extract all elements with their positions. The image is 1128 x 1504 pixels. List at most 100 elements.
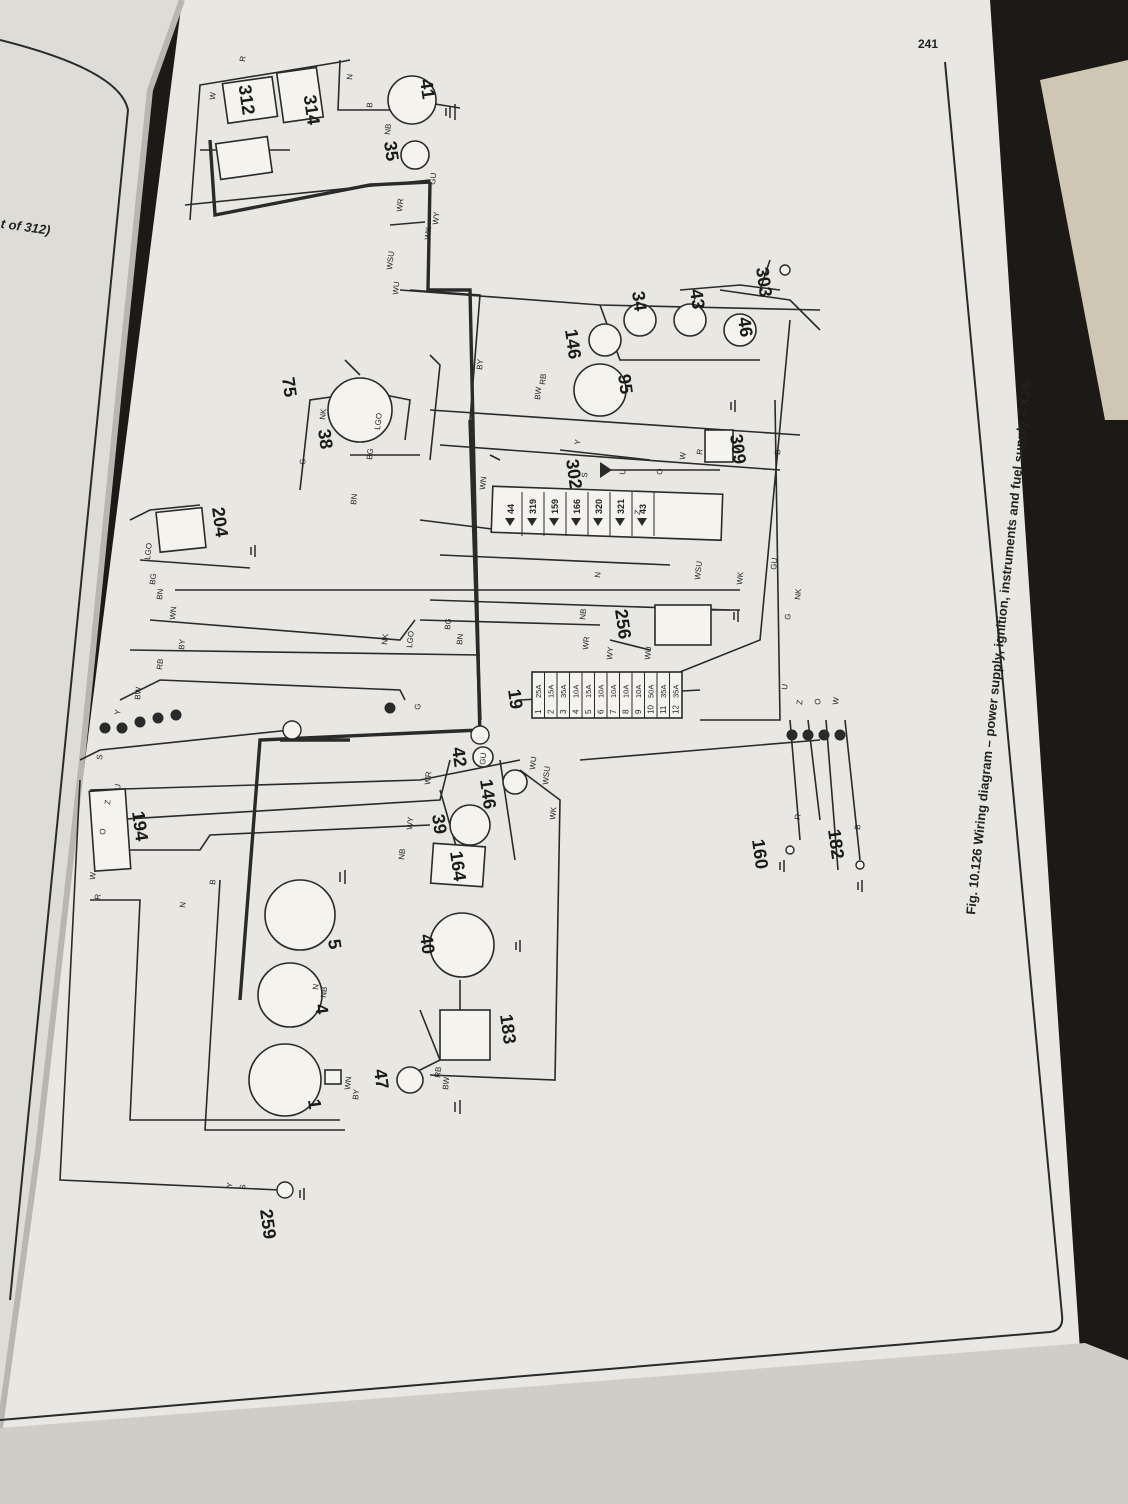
wire-label: LGO [405, 630, 416, 648]
wire-label: BN [455, 633, 465, 645]
wire-label: NB [397, 848, 407, 860]
resistor-1 [324, 1069, 342, 1085]
wire-label: WN [168, 606, 178, 620]
fuse-rating: 50A [647, 685, 656, 698]
wire-label: NB [319, 986, 329, 998]
fuse-rating: 35A [672, 685, 681, 698]
component-39 [449, 804, 491, 846]
label-35: 35 [380, 140, 403, 163]
wire-label: G [783, 613, 793, 620]
relay-314 [275, 66, 325, 124]
label-312: 312 [235, 84, 259, 117]
wire-label: BW [441, 1076, 451, 1090]
page-border [0, 61, 1064, 1421]
wire-label: NK [793, 588, 803, 601]
wire-label: R [695, 448, 705, 455]
component-302 [704, 429, 734, 463]
label-75: 75 [278, 376, 301, 399]
wire-label: WN [343, 1076, 353, 1090]
wire-label: S [580, 472, 590, 478]
component-47 [396, 1066, 424, 1094]
relay-312 [221, 75, 279, 125]
connector-plugs-left [99, 702, 396, 734]
switch-259 [779, 264, 791, 276]
fuse-number: 2 [547, 709, 556, 714]
wire-label: B [773, 449, 783, 455]
wire-label: W [88, 871, 98, 880]
fuse-box-19: 125A215A335A410A515A610A710A810A910A1050… [531, 671, 683, 719]
label-204: 256 [611, 608, 635, 641]
relay-coil-3 [214, 135, 274, 181]
label-259: 303 [752, 266, 776, 299]
diode-number: 166 [572, 499, 582, 514]
instrument-34 [623, 303, 657, 337]
wire-label: BW [133, 686, 143, 700]
fuse-rating: 25A [534, 685, 543, 698]
diode-number: 159 [550, 499, 560, 514]
left-page-fragment: t of 312) [0, 216, 51, 238]
wire-label: WU [391, 281, 401, 295]
wire-label: O [813, 698, 823, 705]
wire-label: S [95, 754, 105, 760]
component-147 [502, 769, 528, 795]
label-39: 39 [428, 813, 451, 836]
page-number: 241 [918, 37, 938, 51]
component-1 [248, 1043, 322, 1117]
junction-n-left [282, 720, 302, 740]
fuse-number: 12 [672, 705, 681, 714]
wire-label: B [365, 102, 375, 108]
component-183 [439, 1009, 491, 1061]
label-95: 95 [614, 373, 637, 396]
component-42 [472, 746, 494, 768]
label-34: 34 [628, 290, 651, 313]
switch-38 [327, 377, 393, 443]
fuse-number: 9 [634, 709, 643, 714]
label-46: 46 [734, 316, 757, 339]
wire-label: WU [643, 646, 653, 660]
component-41 [387, 75, 437, 125]
wire-label: N [311, 983, 321, 990]
label-194: 194 [128, 810, 152, 843]
wire-label: WR [423, 771, 433, 785]
label-256: 302 [562, 458, 586, 491]
diode-symbol [593, 518, 603, 526]
wire-label: GU [769, 557, 779, 570]
wire-label: O [98, 828, 108, 835]
wire-label: WSU [385, 250, 396, 270]
component-35 [400, 140, 430, 170]
component-5 [264, 879, 336, 951]
wire-label: W [678, 451, 688, 460]
diode-symbol [637, 518, 647, 526]
left-page-border [0, 39, 130, 1301]
wire-label: U [618, 468, 628, 475]
wiring-diagram: 312 314 41 35 75 38 146 34 43 46 95 303 … [59, 55, 865, 1240]
diode-symbol [615, 518, 625, 526]
wire-label: G [298, 458, 308, 465]
wire-label: Z [633, 509, 642, 515]
component-303 [155, 506, 207, 554]
right-page [0, 0, 1080, 1504]
diode-number: 320 [594, 499, 604, 514]
connector-plugs-right [786, 729, 846, 741]
diode-symbol [527, 518, 537, 526]
fuse-number: 3 [559, 709, 568, 714]
connector-194 [88, 787, 132, 873]
diode-number: 319 [528, 499, 538, 514]
fuse-number: 6 [597, 709, 606, 714]
wire-label: NB [383, 123, 393, 135]
wire-label: WY [605, 646, 615, 660]
fuse-number: 8 [622, 709, 631, 714]
fuse-number: 4 [572, 709, 581, 714]
wire-label: R [93, 893, 103, 900]
label-303: 204 [208, 506, 232, 539]
wire-label: BY [177, 638, 187, 650]
wire-label: G [413, 703, 423, 710]
label-41: 41 [416, 78, 439, 101]
wire-label: Z [795, 699, 804, 705]
switch-182 [855, 860, 865, 870]
fuse-number: 10 [647, 705, 656, 714]
label-38: 38 [314, 428, 337, 451]
label-42: 42 [448, 746, 471, 769]
